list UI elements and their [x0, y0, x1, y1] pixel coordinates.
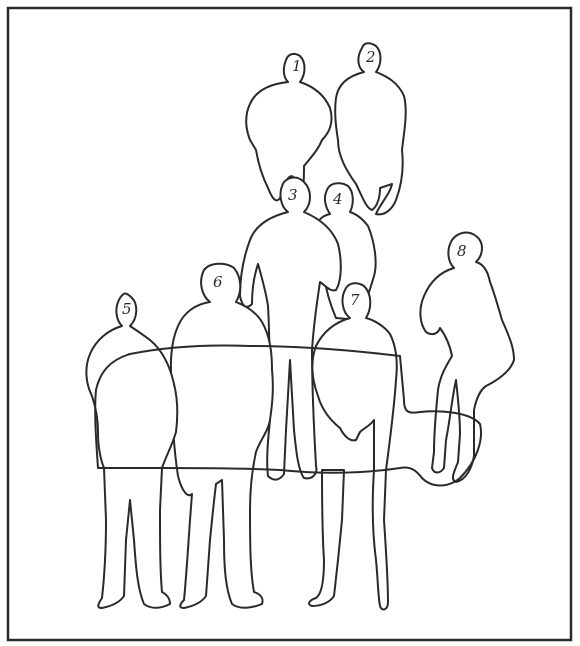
figure-5-number: 5 [122, 300, 132, 318]
figure-3-number: 3 [288, 186, 298, 204]
figure-6-silhouette [171, 264, 273, 608]
figure-7-silhouette [309, 283, 397, 609]
figure-6-number: 6 [213, 273, 223, 291]
figure-5-silhouette [86, 294, 177, 609]
figure-8-silhouette [420, 233, 514, 482]
figure-8-number: 8 [457, 242, 467, 260]
figure-2-number: 2 [365, 48, 376, 66]
figure-7-number: 7 [350, 291, 360, 309]
figure-4-number: 4 [332, 190, 343, 208]
figure-1-number: 1 [292, 57, 302, 75]
